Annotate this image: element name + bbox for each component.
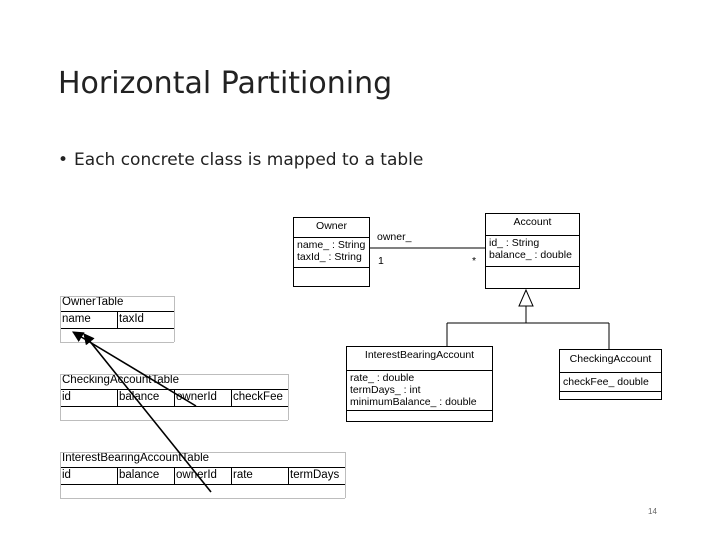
- table-column: rate: [233, 469, 253, 481]
- table-column: termDays: [290, 469, 340, 481]
- table-column-divider: [174, 467, 175, 484]
- uml-attributes: id_ : String balance_ : double: [486, 235, 579, 266]
- table-column-divider: [117, 467, 118, 484]
- table-column: checkFee: [233, 391, 283, 403]
- uml-attribute: minimumBalance_ : double: [350, 396, 477, 408]
- uml-attribute: rate_ : double: [350, 372, 415, 384]
- uml-attribute: taxId_ : String: [297, 251, 362, 263]
- uml-class-name: InterestBearingAccount: [364, 349, 475, 361]
- table-rule: [60, 484, 345, 485]
- association-role-label: owner_: [377, 231, 412, 243]
- table-name: OwnerTable: [62, 296, 124, 308]
- table-column-divider: [174, 389, 175, 406]
- bullet-text: Each concrete class is mapped to a table: [74, 150, 424, 170]
- table-columns-row: id balance ownerId rate termDays: [60, 467, 345, 484]
- uml-class-interest-bearing-account: InterestBearingAccount rate_ : double te…: [346, 346, 493, 422]
- table-interest-bearing-account: InterestBearingAccountTable id balance o…: [60, 452, 345, 492]
- multiplicity-account: *: [472, 255, 477, 267]
- uml-operations: [294, 267, 369, 290]
- table-grid-line: [60, 498, 345, 499]
- table-grid-line: [60, 296, 61, 342]
- table-grid-line: [60, 342, 174, 343]
- table-grid-line: [174, 296, 175, 342]
- table-grid-line: [60, 452, 61, 498]
- slide-title: Horizontal Partitioning: [58, 66, 393, 101]
- table-column-divider: [117, 389, 118, 406]
- table-grid-line: [60, 374, 61, 420]
- page-number: 14: [648, 507, 657, 516]
- table-grid-line: [60, 374, 288, 375]
- uml-operations: [486, 266, 579, 292]
- table-column: id: [62, 391, 71, 403]
- table-column: id: [62, 469, 71, 481]
- multiplicity-owner: 1: [378, 255, 384, 267]
- table-column-divider: [288, 467, 289, 484]
- table-column-divider: [231, 467, 232, 484]
- foreign-key-arrow-interest: [83, 333, 212, 493]
- uml-operations: [347, 410, 492, 425]
- table-owner: OwnerTable name taxId: [60, 296, 174, 336]
- table-columns-row: name taxId: [60, 311, 174, 328]
- table-grid-line: [60, 420, 288, 421]
- uml-class-account: Account id_ : String balance_ : double: [485, 213, 580, 289]
- table-column: balance: [119, 469, 160, 481]
- table-column: name: [62, 313, 91, 325]
- table-rule: [60, 406, 288, 407]
- uml-class-name: Account: [513, 216, 552, 228]
- table-grid-line: [288, 374, 289, 420]
- uml-class-checking-account: CheckingAccount checkFee_ double: [559, 349, 662, 400]
- table-grid-line: [345, 452, 346, 498]
- table-name: InterestBearingAccountTable: [62, 452, 210, 464]
- table-grid-line: [60, 452, 345, 453]
- table-grid-line: [60, 296, 174, 297]
- uml-attribute: id_ : String: [489, 237, 540, 249]
- uml-attribute: termDays_ : int: [350, 384, 421, 396]
- bullet-dot: •: [58, 150, 69, 170]
- table-column: taxId: [119, 313, 144, 325]
- uml-attributes: checkFee_ double: [560, 372, 661, 391]
- uml-attribute: checkFee_ double: [563, 376, 649, 388]
- uml-class-name: Owner: [316, 220, 347, 232]
- bullet-point: •Each concrete class is mapped to a tabl…: [58, 150, 423, 170]
- table-column-divider: [231, 389, 232, 406]
- uml-attributes: name_ : String taxId_ : String: [294, 237, 369, 267]
- table-column-divider: [117, 311, 118, 328]
- table-columns-row: id balance ownerId checkFee: [60, 389, 288, 406]
- uml-attribute: balance_ : double: [489, 249, 572, 261]
- uml-operations: [560, 391, 661, 404]
- uml-attribute: name_ : String: [297, 239, 366, 251]
- uml-class-name: CheckingAccount: [569, 353, 652, 365]
- table-rule: [60, 328, 174, 329]
- table-rule: [60, 467, 345, 468]
- uml-class-owner: Owner name_ : String taxId_ : String: [293, 217, 370, 287]
- table-column: balance: [119, 391, 160, 403]
- uml-attributes: rate_ : double termDays_ : int minimumBa…: [347, 370, 492, 410]
